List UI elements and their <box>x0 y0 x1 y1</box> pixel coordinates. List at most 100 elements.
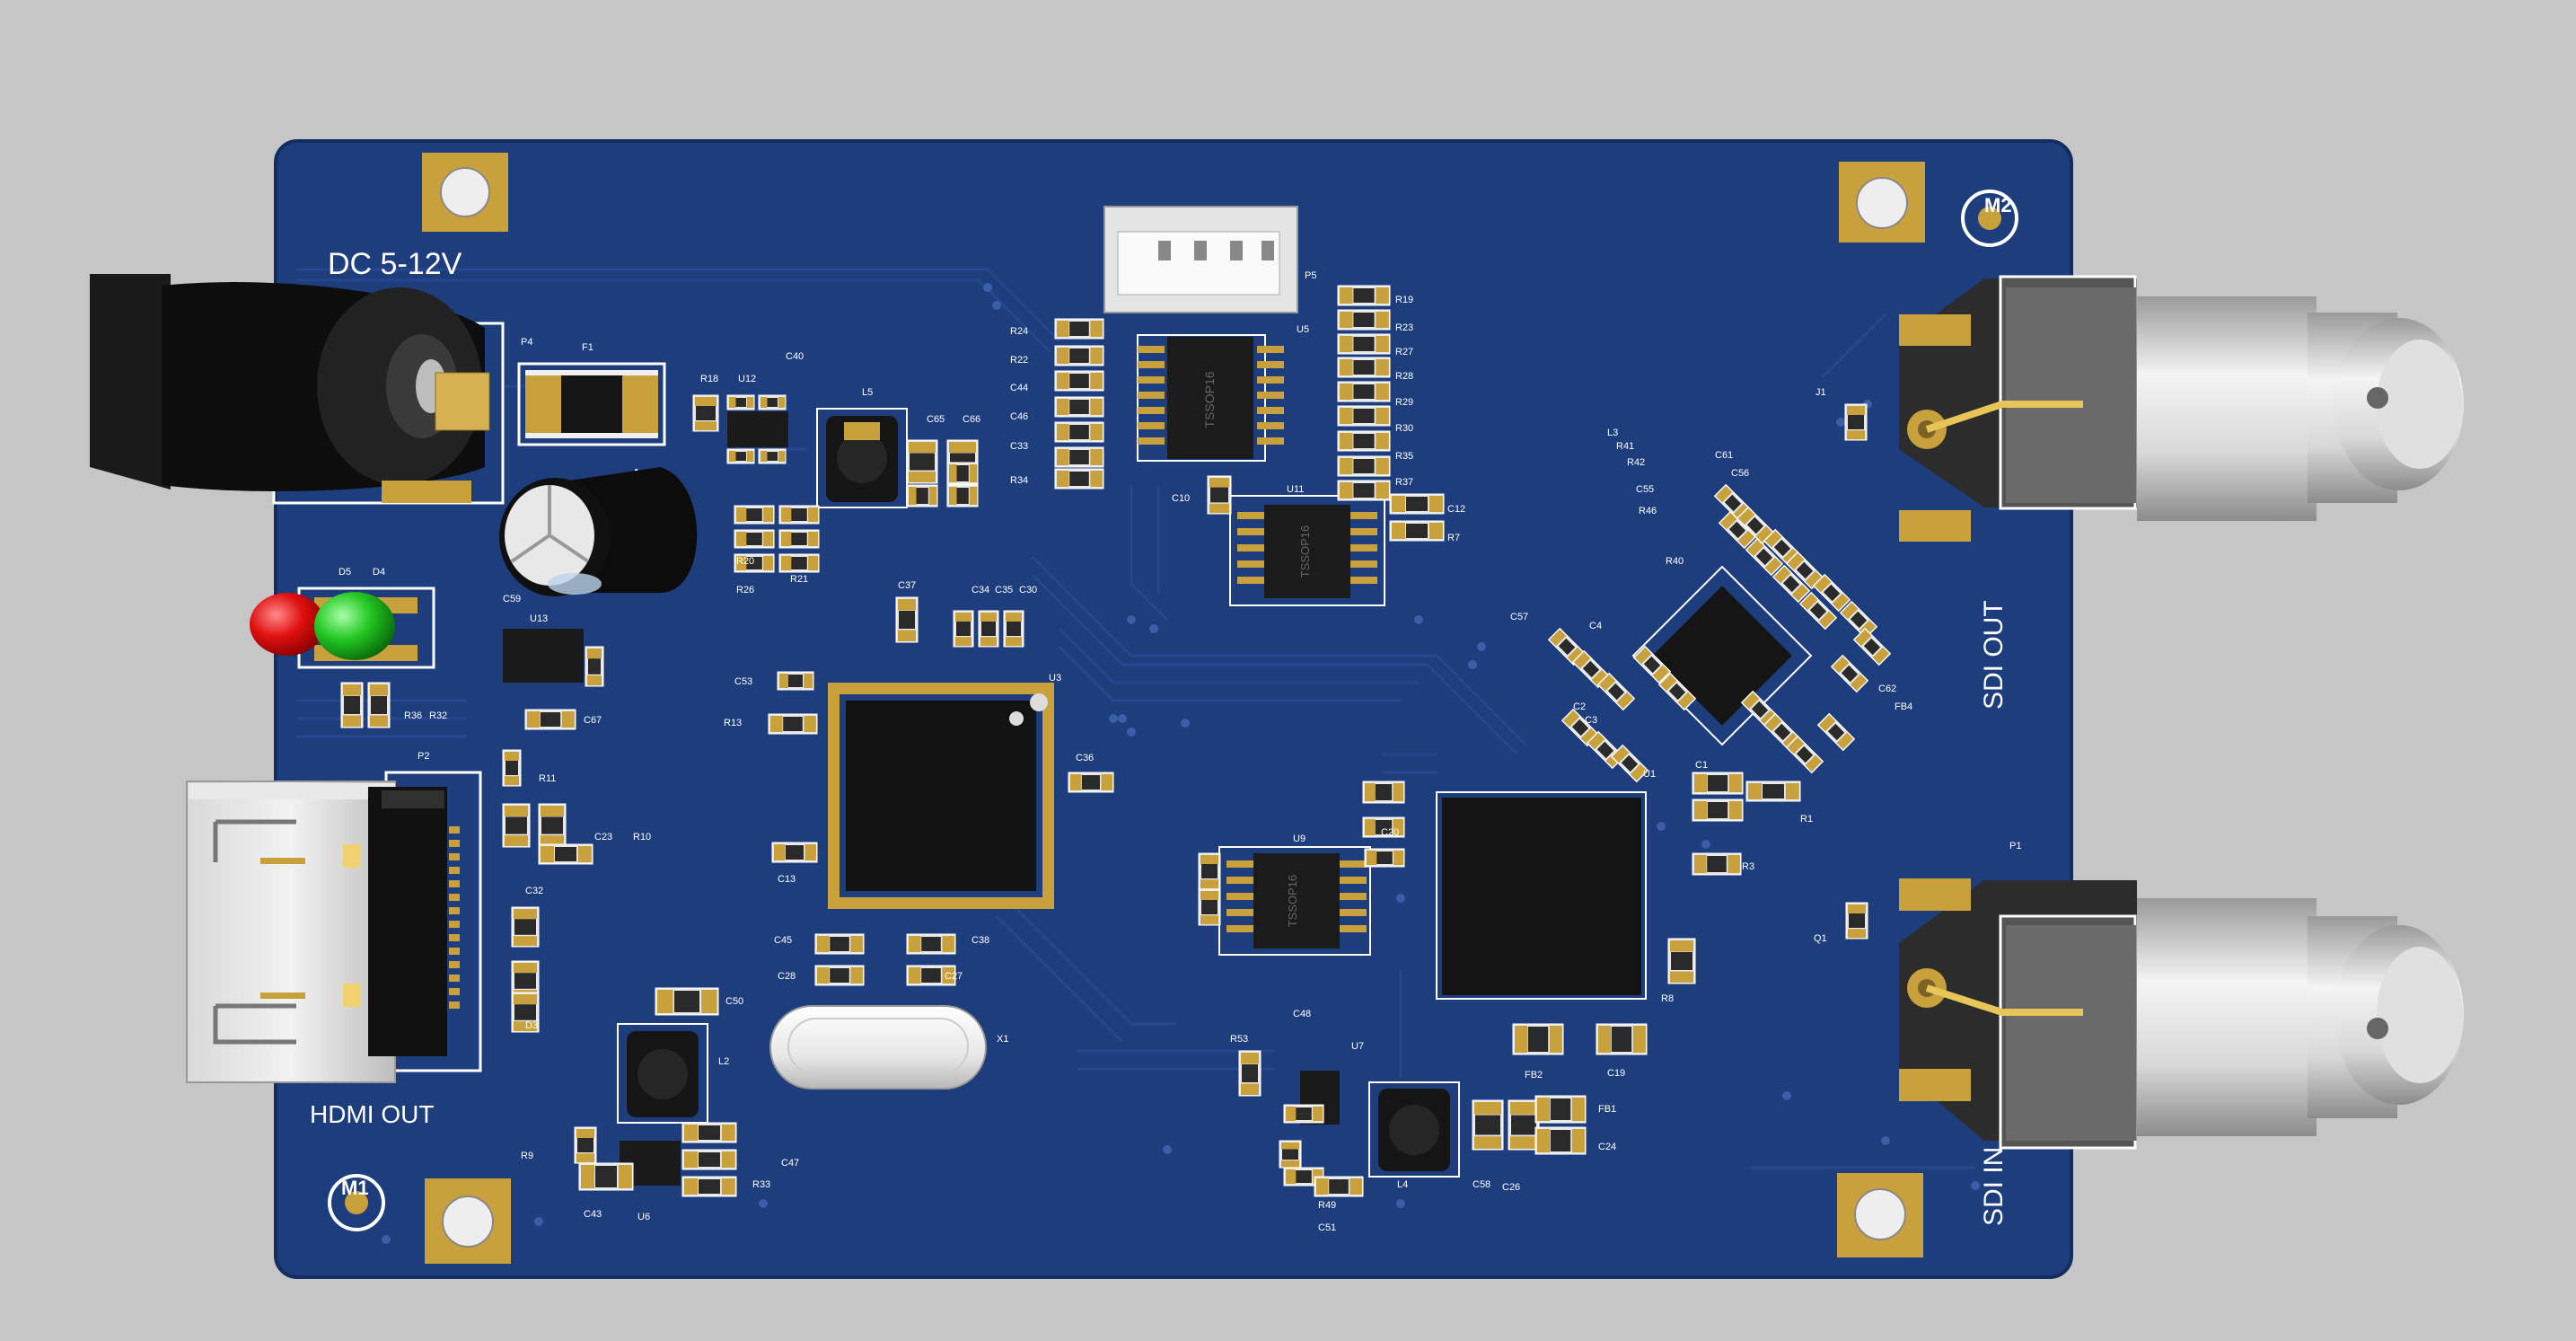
smd-component-pad <box>541 846 554 862</box>
refdes-c48: C48 <box>1293 1009 1311 1019</box>
smd-component-pad <box>1090 399 1103 415</box>
smd-component-core <box>1849 913 1865 928</box>
smd-component-pad <box>1429 523 1443 539</box>
refdes-r11: R11 <box>539 773 556 784</box>
smd-component-core <box>1007 622 1021 636</box>
smd-component-pad <box>729 451 736 462</box>
smd-component-pad <box>1728 855 1740 873</box>
smd-component-pad <box>1728 774 1742 792</box>
mount-hole-top-left <box>422 153 508 232</box>
smd-component-pad <box>343 684 361 696</box>
smd-component-pad <box>1694 774 1707 792</box>
smd-component-pad <box>1848 904 1866 913</box>
smd-component-pad <box>1376 312 1389 328</box>
refdes-r36: R36 <box>404 710 422 721</box>
smd-component-core <box>746 508 762 521</box>
refdes-u3: U3 <box>1049 673 1061 684</box>
smd-component-pad <box>781 556 791 570</box>
smd-component-core <box>735 398 746 407</box>
smd-component-pad <box>949 464 957 482</box>
refdes-r41: R41 <box>1616 441 1634 452</box>
ic-u9: TSSOP16 <box>1218 846 1371 956</box>
refdes-c23: C23 <box>594 832 612 843</box>
smd-component-core <box>1069 400 1089 414</box>
smd-component-rotated <box>1839 600 1878 640</box>
smd-component-pad <box>1632 1026 1646 1053</box>
smd-component-core <box>1550 1098 1571 1120</box>
smd-component-pad <box>969 487 978 505</box>
refdes-r20: R20 <box>736 556 754 567</box>
smd-component-pad <box>1313 1107 1323 1121</box>
smd-component-pad <box>781 507 791 522</box>
refdes-c51: C51 <box>1318 1222 1336 1233</box>
smd-component-pad <box>1376 287 1389 304</box>
smd-component-pad <box>1474 1136 1501 1149</box>
smd-component-core <box>921 937 941 951</box>
refdes-r35: R35 <box>1395 451 1413 462</box>
smd-component-pad <box>760 397 768 408</box>
smd-component-pad <box>1376 336 1389 352</box>
smd-component-pad <box>909 472 936 483</box>
smd-component-pad <box>1365 783 1376 801</box>
refdes-p2: P2 <box>418 751 429 762</box>
bnc-sdi-out-connector: SDI OUT <box>1899 275 2464 710</box>
smd-component-pad <box>1376 408 1389 424</box>
smd-component-pad <box>1598 1026 1611 1053</box>
smd-component-pad <box>695 421 717 431</box>
smd-component-pad <box>1537 1098 1550 1121</box>
refdes-r21: R21 <box>790 574 808 585</box>
smd-component-pad <box>804 674 813 688</box>
smd-component-core <box>791 508 807 521</box>
smd-component-pad <box>1200 915 1218 925</box>
hdmi-out-label: HDMI OUT <box>310 1100 434 1128</box>
smd-component-pad <box>1006 637 1022 647</box>
passive-components <box>340 285 1892 1197</box>
main-ic <box>1436 791 1647 1000</box>
smd-component-core <box>899 611 915 629</box>
refdes-r22: R22 <box>1010 355 1028 366</box>
refdes-c12: C12 <box>1447 504 1465 515</box>
smd-component-core <box>1353 434 1375 448</box>
smd-component-rotated <box>1610 744 1649 783</box>
refdes-r42: R42 <box>1627 457 1645 468</box>
smd-component-core <box>1511 1115 1536 1135</box>
smd-component-pad <box>541 835 564 847</box>
smd-component-core <box>1201 864 1218 878</box>
smd-component-pad <box>1340 433 1353 449</box>
smd-component-pad <box>1340 482 1353 498</box>
smd-component-pad <box>909 487 917 505</box>
status-leds <box>250 587 435 669</box>
smd-component-rotated <box>1830 654 1869 693</box>
refdes-r1: R1 <box>1800 814 1813 825</box>
smd-component-core <box>1242 1064 1258 1082</box>
smd-component-core <box>830 968 849 983</box>
red-led <box>250 593 325 656</box>
refdes-l2: L2 <box>718 1056 729 1067</box>
refdes-c10: C10 <box>1172 493 1190 504</box>
refdes-r53: R53 <box>1230 1034 1248 1045</box>
smd-component-rotated <box>1745 537 1784 577</box>
refdes-c66: C66 <box>963 414 980 425</box>
smd-component-pad <box>729 397 736 408</box>
refdes-r9: R9 <box>521 1151 533 1161</box>
smd-component-core <box>1296 1170 1312 1183</box>
smd-component-rotated <box>1571 649 1611 689</box>
smd-component-core <box>1671 952 1692 970</box>
refdes-c27: C27 <box>945 971 963 982</box>
smd-component-rotated <box>1763 712 1802 752</box>
inductor-l5 <box>816 408 908 508</box>
hdmi-connector <box>186 771 482 1083</box>
mount-m2-marker: M2 <box>1961 190 2018 247</box>
smd-component-pad <box>1848 929 1866 939</box>
smd-component-core <box>1353 384 1375 399</box>
smd-component-core <box>577 1138 593 1152</box>
refdes-u9: U9 <box>1293 834 1306 844</box>
smd-component-core <box>506 761 518 775</box>
ic-u12 <box>727 411 788 447</box>
smd-component-pad <box>909 967 921 984</box>
u11-marking: TSSOP16 <box>1298 525 1312 578</box>
smd-component-pad <box>1392 523 1405 539</box>
refdes-l4: L4 <box>1397 1179 1408 1190</box>
smd-component-core <box>1069 425 1089 439</box>
